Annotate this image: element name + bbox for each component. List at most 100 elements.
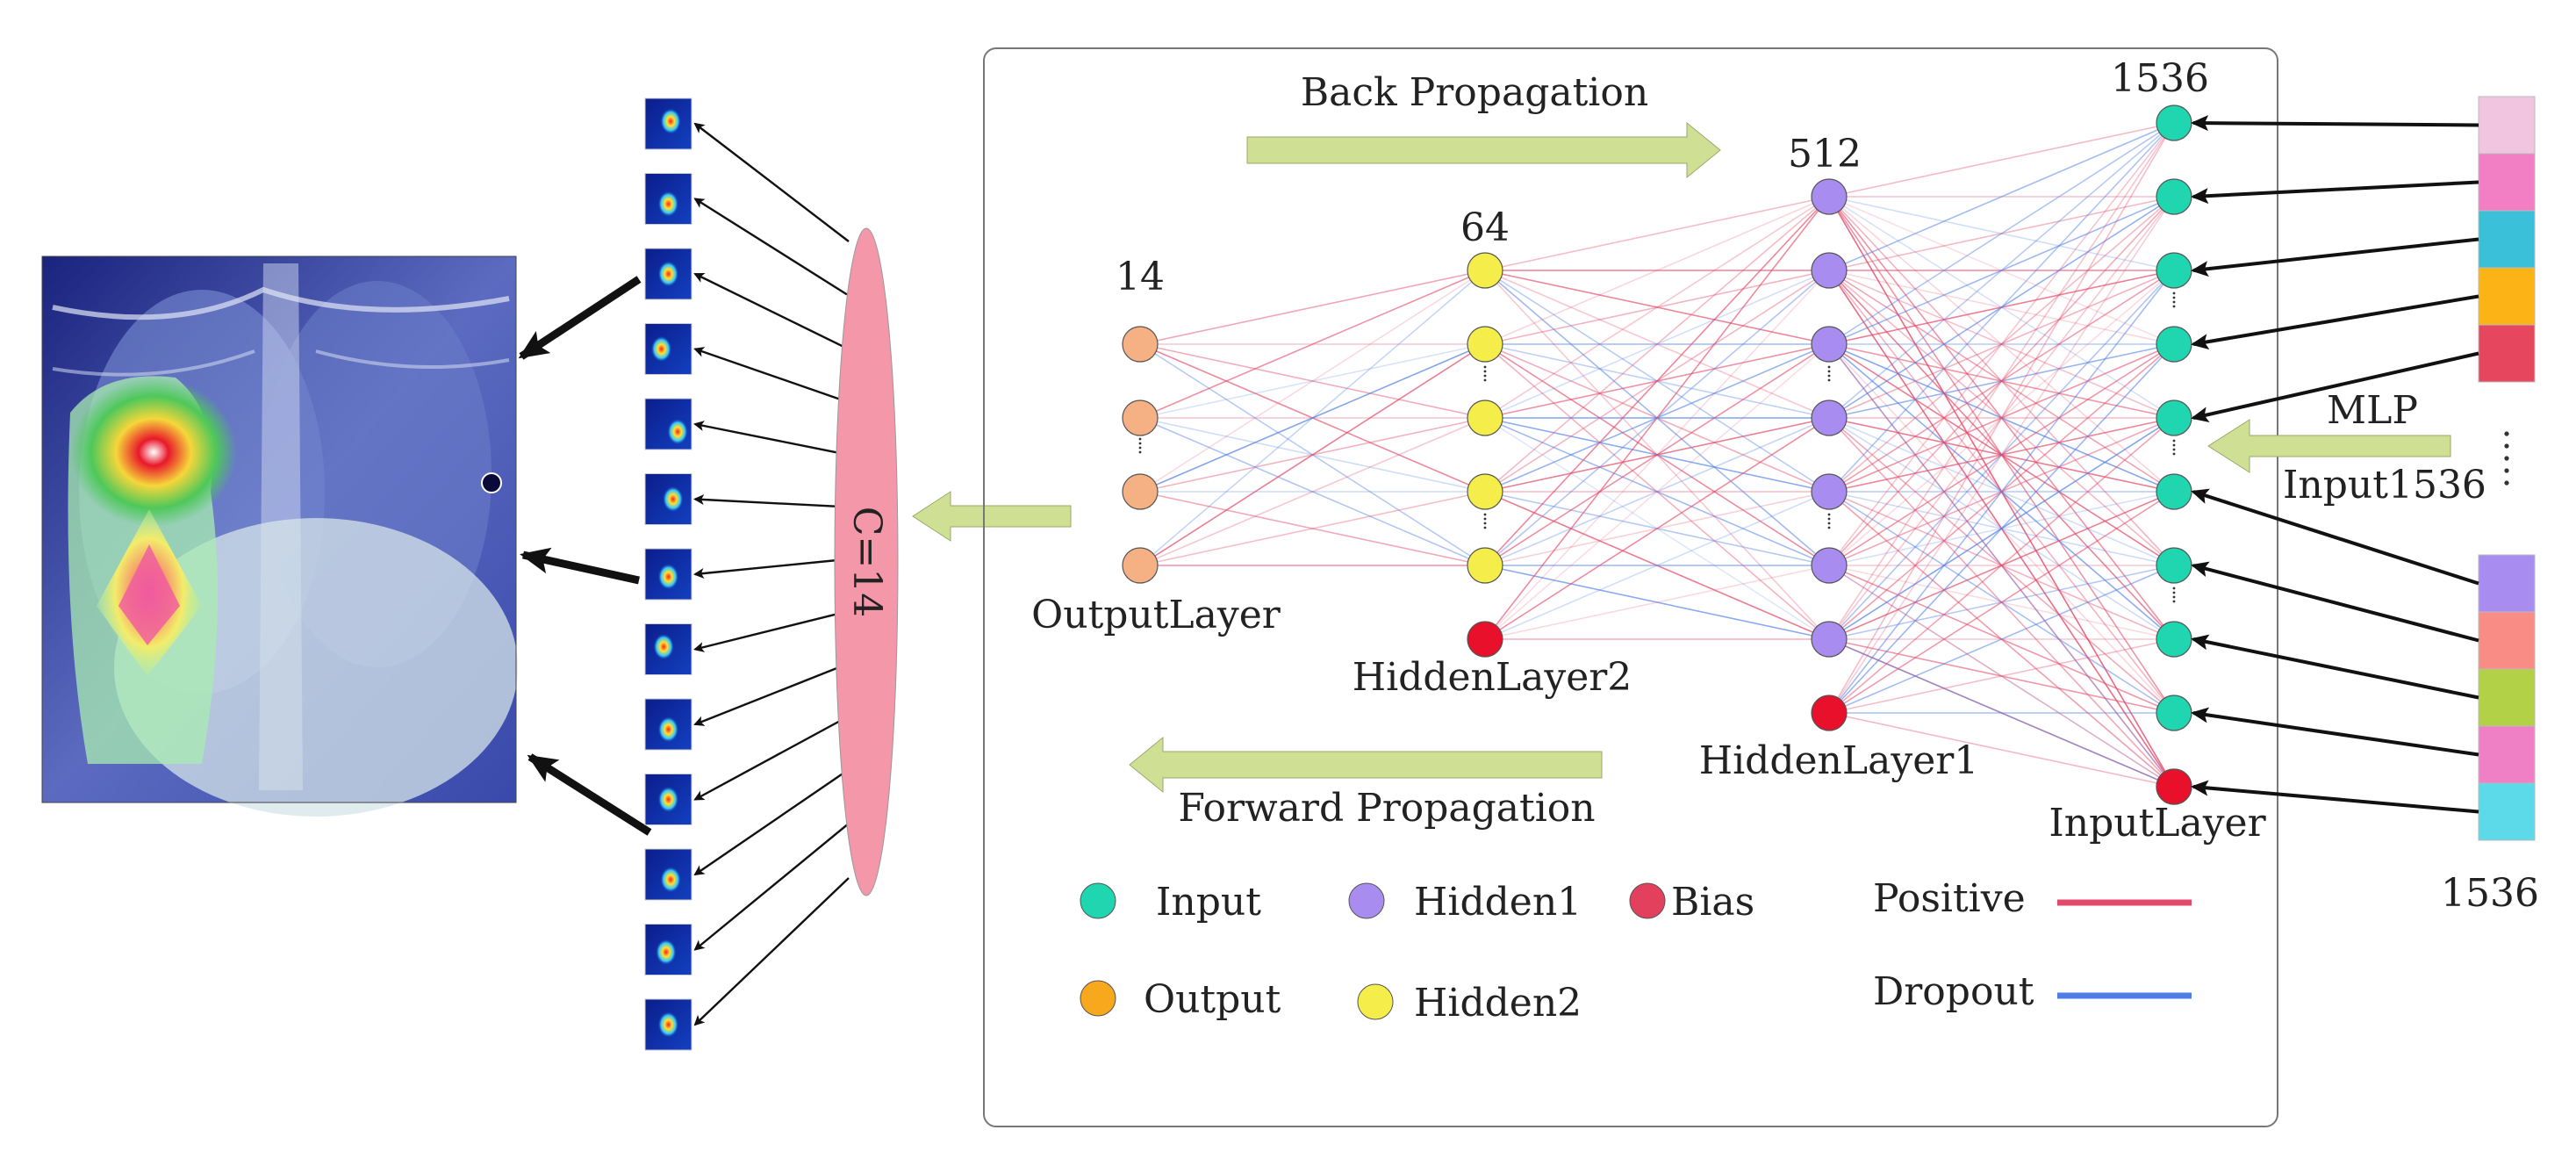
feature-arrow xyxy=(2191,561,2479,643)
hidden2-ellipsis xyxy=(1483,517,1487,521)
connection-line xyxy=(1828,638,2175,788)
hidden2-node xyxy=(1467,252,1503,289)
forward-propagation-arrow xyxy=(1129,736,1603,794)
feature-arrow xyxy=(2191,780,2479,814)
thumbnail-arrow xyxy=(693,421,843,455)
connection-line xyxy=(1484,417,1830,566)
connection-line xyxy=(1484,417,1830,566)
input-node xyxy=(2156,178,2192,215)
connection-line xyxy=(1484,565,1830,640)
thumbnail-arrow xyxy=(693,494,843,508)
mlp-input-arrow xyxy=(2207,419,2451,473)
thumbnail-hotspot xyxy=(657,261,679,287)
connection-line xyxy=(1828,343,2175,493)
hidden2-node xyxy=(1467,399,1503,436)
feature-vector-blocks xyxy=(2478,96,2536,841)
connection-line xyxy=(1828,196,2175,714)
connection-line xyxy=(1828,417,2175,788)
connection-line xyxy=(1828,122,2175,640)
feature-block-bottom xyxy=(2478,725,2536,784)
connection-line xyxy=(1484,196,1830,640)
connection-line xyxy=(1828,196,2175,271)
connection-line xyxy=(1828,270,2175,788)
connection-line xyxy=(1139,491,1486,566)
heatmap-thumbnail xyxy=(644,698,692,751)
thumbnail-arrow xyxy=(693,665,843,726)
thumbnail-arrow xyxy=(693,611,843,652)
network-frame xyxy=(983,47,2278,1127)
back-propagation-label: Back Propagation xyxy=(1301,70,1648,115)
thumbnail-hotspot xyxy=(660,866,682,893)
connection-line xyxy=(1828,270,2175,714)
connection-line xyxy=(1484,196,1830,566)
output-ellipsis xyxy=(1138,446,1142,450)
thumbnail-arrow xyxy=(693,198,848,296)
hidden1-ellipsis xyxy=(1827,517,1831,521)
output-layer-name: OutputLayer xyxy=(1031,593,1281,637)
chest-xray-heatmap xyxy=(41,256,518,817)
connection-line xyxy=(1139,343,1486,419)
input-ellipsis xyxy=(2172,305,2176,308)
connection-line xyxy=(1828,196,2175,271)
legend-input-label: Input xyxy=(1156,880,1261,925)
connection-line xyxy=(1828,343,2175,788)
hidden1-layer-size: 512 xyxy=(1788,132,1862,176)
mlp-input-label: Input1536 xyxy=(2283,463,2486,507)
connection-line xyxy=(1484,196,1830,271)
input-node xyxy=(2156,399,2192,436)
input-ellipsis xyxy=(2172,443,2176,447)
heatmap-thumbnail xyxy=(644,173,692,225)
hidden1-ellipsis xyxy=(1827,378,1831,382)
output-node xyxy=(1122,473,1159,510)
thumbnail-hotspot xyxy=(657,191,679,218)
connection-line xyxy=(1828,122,2175,419)
feature-block-top xyxy=(2478,96,2536,155)
hidden2-layer-size: 64 xyxy=(1460,205,1510,250)
connection-line xyxy=(1139,417,1486,566)
connection-line xyxy=(1828,122,2175,345)
input-layer-name: InputLayer xyxy=(2049,801,2266,846)
hidden1-ellipsis xyxy=(1827,526,1831,529)
connection-line xyxy=(1828,122,2175,198)
input-node xyxy=(2156,252,2192,289)
output-node xyxy=(1122,547,1159,584)
connection-line xyxy=(1484,270,1830,345)
hidden2-ellipsis xyxy=(1483,374,1487,378)
forward-propagation-label: Forward Propagation xyxy=(1178,786,1595,831)
output-layer-size: 14 xyxy=(1116,255,1165,299)
hidden1-node xyxy=(1811,621,1848,658)
heatmap-thumbnail xyxy=(644,473,692,525)
back-propagation-arrow xyxy=(1246,121,1721,179)
connection-line xyxy=(1828,270,2175,640)
feature-block-top xyxy=(2478,324,2536,383)
thumbnail-arrow xyxy=(693,877,850,1026)
feature-arrow xyxy=(2191,488,2479,586)
input-layer-size: 1536 xyxy=(2111,56,2209,101)
feature-block-top xyxy=(2478,210,2536,269)
connection-line xyxy=(1484,270,1830,640)
connection-line xyxy=(1828,270,2175,419)
hidden1-node xyxy=(1811,547,1848,584)
output-ellipsis xyxy=(1138,442,1142,445)
connection-line xyxy=(1828,122,2175,271)
legend: Input Hidden1 Bias Output Hidden2 Positi… xyxy=(1080,876,2192,1026)
output-arrow xyxy=(912,491,1072,542)
network-connections xyxy=(1139,122,2175,788)
connection-line xyxy=(1828,270,2175,493)
legend-hidden2-label: Hidden2 xyxy=(1414,981,1582,1026)
connection-line xyxy=(1828,196,2175,640)
thumbnail-hotspot xyxy=(660,108,682,135)
legend-bias-swatch xyxy=(1629,882,1666,919)
thumbnail-hotspot xyxy=(657,563,679,590)
connection-line xyxy=(1484,343,1830,640)
thumbnail-hotspot xyxy=(657,1011,679,1038)
output-node xyxy=(1122,326,1159,363)
connection-line xyxy=(1484,417,1830,640)
heatmap-thumbnail xyxy=(644,97,692,150)
connection-line xyxy=(1828,343,2175,714)
feature-input-arrows xyxy=(2191,115,2479,814)
connection-line xyxy=(1484,565,1830,640)
connection-line xyxy=(1828,417,2175,714)
feature-arrow xyxy=(2191,351,2479,423)
heatmap-thumbnail xyxy=(644,623,692,675)
